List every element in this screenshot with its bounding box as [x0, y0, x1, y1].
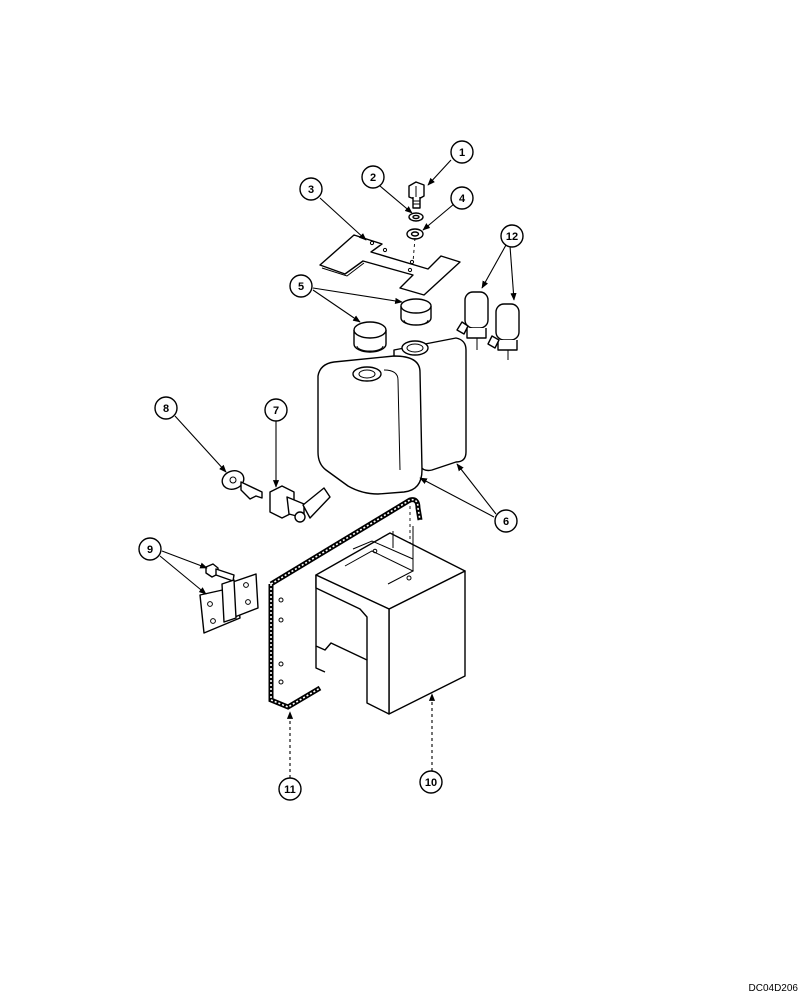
callout-7: 7 [264, 398, 288, 422]
leader-1 [427, 159, 452, 186]
callout-4-label: 4 [459, 193, 466, 205]
callout-1: 1 [450, 140, 474, 164]
leader-5a [312, 289, 361, 323]
callout-4: 4 [450, 186, 474, 210]
callout-3-label: 3 [308, 184, 314, 196]
leader-12a [481, 244, 507, 289]
callout-6: 6 [494, 509, 518, 533]
part-filler-cap-right [400, 298, 432, 326]
part-housing-box [315, 526, 466, 715]
callout-12-label: 12 [506, 231, 518, 243]
callout-11: 11 [278, 777, 302, 801]
leader-6b [456, 463, 497, 515]
part-gasket [268, 497, 423, 710]
part-washer [408, 212, 424, 222]
part-bracket-plate [319, 234, 461, 296]
part-lock [269, 485, 331, 523]
drawing-code: DC04D206 [748, 983, 798, 994]
part-bolt [408, 181, 425, 209]
callout-10: 10 [419, 770, 443, 794]
leader-lines [159, 159, 517, 778]
part-key [221, 470, 263, 500]
callout-8-label: 8 [163, 403, 169, 415]
callout-10-label: 10 [425, 777, 437, 789]
leader-9a [161, 550, 208, 569]
callout-6-label: 6 [503, 516, 509, 528]
leader-12b [509, 245, 517, 301]
callout-1-label: 1 [459, 147, 465, 159]
callout-2: 2 [361, 165, 385, 189]
callout-5: 5 [289, 274, 313, 298]
leader-2 [379, 185, 413, 214]
leader-8 [174, 415, 227, 473]
leader-3 [319, 197, 367, 241]
leader-4 [422, 203, 455, 231]
assembly-line-bolt [412, 237, 416, 263]
callout-12: 12 [500, 224, 524, 248]
callout-8: 8 [154, 396, 178, 420]
part-filler-cap-left [353, 321, 387, 353]
part-hinge [199, 573, 259, 634]
part-washer-lower [406, 228, 424, 240]
leader-6a [419, 477, 495, 518]
leader-5b [312, 287, 403, 304]
part-washer-pump-right [487, 303, 520, 360]
callout-5-label: 5 [298, 281, 304, 293]
callout-9-label: 9 [147, 544, 153, 556]
leader-9b [159, 555, 207, 595]
part-hinge-bolt [205, 563, 235, 582]
callout-7-label: 7 [273, 405, 279, 417]
callout-3: 3 [299, 177, 323, 201]
callout-11-label: 11 [284, 784, 296, 796]
callout-2-label: 2 [370, 172, 376, 184]
part-reservoir-front [317, 355, 423, 495]
part-washer-pump-left [456, 291, 489, 350]
callout-9: 9 [138, 537, 162, 561]
